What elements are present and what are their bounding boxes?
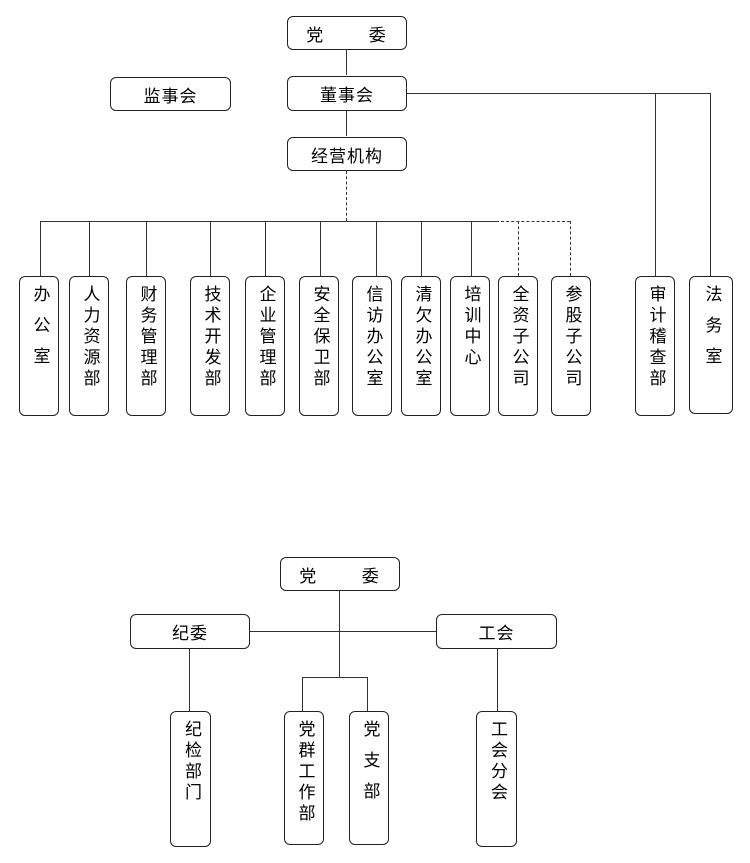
department-label: 全资子公司 (508, 285, 529, 390)
department-tech: 技术开发部 (190, 276, 230, 416)
drop-discipline-dept (189, 649, 190, 711)
drop-debt (421, 221, 422, 276)
drop-office (40, 221, 41, 276)
department-label: 参股子公司 (561, 285, 582, 390)
department-label: 审计稽查部 (645, 285, 666, 390)
connector-discipline-union (250, 631, 436, 632)
department-label: 纪检部门 (181, 720, 201, 804)
connector-party-board (346, 50, 347, 75)
party-branch-box: 党支部 (349, 711, 389, 845)
department-petition: 信访办公室 (352, 276, 392, 416)
department-label: 工会分会 (487, 720, 507, 804)
drop-legal (710, 93, 711, 276)
supervisory-board-box: 监事会 (110, 77, 231, 111)
department-finance: 财务管理部 (126, 276, 166, 416)
drop-union-branch (497, 649, 498, 711)
department-equity-subsidiary: 参股子公司 (551, 276, 591, 416)
discipline-inspection-department: 纪检部门 (170, 711, 211, 847)
drop-party-group (302, 677, 303, 711)
party-work-bus (302, 677, 368, 678)
labor-union-box: 工会 (436, 614, 557, 649)
department-label: 党支部 (359, 720, 380, 813)
drop-training (471, 221, 472, 276)
department-label: 法务室 (701, 285, 722, 378)
discipline-committee-box: 纪委 (130, 614, 250, 649)
department-enterprise: 企业管理部 (245, 276, 285, 416)
department-label: 人力资源部 (79, 285, 100, 390)
department-label: 技术开发部 (200, 285, 221, 390)
department-training: 培训中心 (450, 276, 490, 416)
drop-subsidiary (518, 221, 519, 276)
drop-hr (89, 221, 90, 276)
drop-equity (570, 221, 571, 276)
department-label: 办公室 (29, 285, 50, 378)
connector-board-management (346, 111, 347, 136)
department-bus-dashed (496, 221, 570, 222)
connector-party2-down (339, 591, 340, 678)
union-branch-box: 工会分会 (476, 711, 517, 847)
department-label: 财务管理部 (136, 285, 157, 390)
department-hr: 人力资源部 (69, 276, 109, 416)
drop-enterprise (265, 221, 266, 276)
drop-tech (210, 221, 211, 276)
board-of-directors-box: 董事会 (287, 76, 407, 111)
party-group-work-department: 党群工作部 (284, 711, 324, 845)
drop-party-branch (367, 677, 368, 711)
audit-department: 审计稽查部 (635, 276, 675, 416)
connector-board-right (406, 93, 711, 94)
party-committee-box-2: 党 委 (280, 557, 400, 591)
department-label: 企业管理部 (255, 285, 276, 390)
department-security: 安全保卫部 (299, 276, 339, 416)
party-committee-box: 党 委 (287, 16, 407, 50)
department-label: 党群工作部 (294, 720, 315, 825)
legal-office: 法务室 (689, 276, 733, 414)
management-box: 经营机构 (287, 137, 407, 171)
department-office: 办公室 (19, 276, 59, 416)
drop-finance (146, 221, 147, 276)
connector-management-bus (346, 171, 347, 221)
drop-audit (655, 93, 656, 276)
drop-security (320, 221, 321, 276)
department-label: 培训中心 (460, 285, 481, 369)
department-bus-solid (40, 221, 496, 222)
department-label: 信访办公室 (362, 285, 383, 390)
department-debt: 清欠办公室 (401, 276, 441, 416)
department-wholly-owned-subsidiary: 全资子公司 (498, 276, 538, 416)
department-label: 清欠办公室 (411, 285, 432, 390)
department-label: 安全保卫部 (309, 285, 330, 390)
drop-petition (376, 221, 377, 276)
